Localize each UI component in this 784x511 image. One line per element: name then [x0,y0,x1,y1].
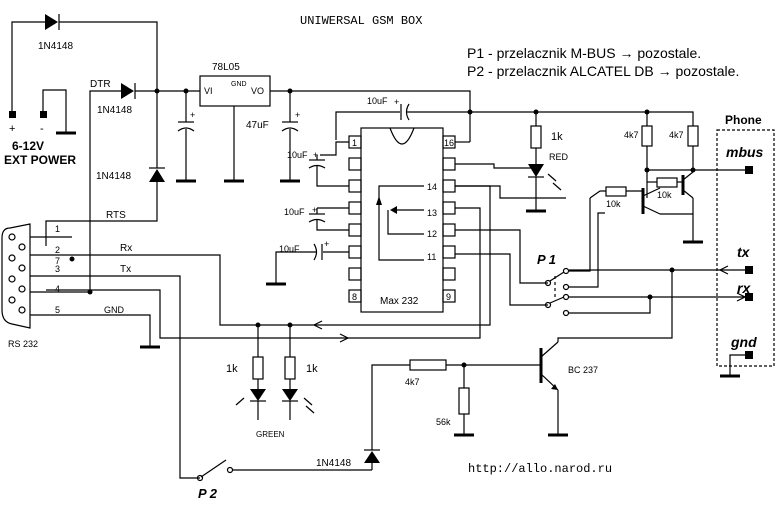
rts-label: RTS [106,210,126,221]
regulator-name: 78L05 [212,62,240,73]
rs232-pin-3: 3 [55,264,60,274]
phone-mbus-label: mbus [726,144,764,160]
pin-13: 13 [427,208,437,218]
power-voltage-label: 6-12V [12,139,44,153]
green-leds: 1k 1k GREEN [226,322,318,439]
tx-label: Tx [120,264,131,275]
pin-9: 9 [446,292,451,302]
switch-p2: P 2 [196,459,372,501]
led-green-label: GREEN [256,430,285,439]
power-plus-label: + [9,123,15,135]
phone-title: Phone [725,113,762,127]
rs232-pin-1: 1 [55,224,60,234]
cap-c4: 10uF + [266,239,349,286]
cap-input: + [176,91,196,183]
pin-8: 8 [352,292,357,302]
resistor-g2-label: 1k [306,363,318,375]
transistor-bc237: BC 237 [539,270,673,437]
rs232-pin-5: 5 [55,305,60,315]
regulator-vi: VI [204,86,213,96]
rs232-pin-4: 4 [55,284,60,294]
cap-c4-label: 10uF [279,244,300,254]
cap-c1-plus: + [394,97,399,107]
resistor-g1-label: 1k [226,363,238,375]
rs232-connector: RS 232 1 2 7 3 4 5 Rx Tx GND [1,223,286,479]
switch-p1-label: P 1 [537,252,556,267]
cap-c3-label: 10uF [284,207,305,217]
diode-d4-label: 1N4148 [316,458,351,469]
cap-c2-plus: + [313,150,318,160]
cap-c2-label: 10uF [287,150,308,160]
mbus-network: 4k7 4k7 10k 10k [589,112,748,244]
resistor-base-label: 4k7 [405,377,420,387]
pin-1: 1 [352,138,357,148]
note-p2: P2 - przelacznik ALCATEL DB → pozostale. [467,63,739,79]
note-p1: P1 - przelacznik M-BUS → pozostale. [467,45,701,61]
website-url: http://allo.narod.ru [468,462,612,476]
max232-name: Max 232 [380,296,419,307]
resistor-red-label: 1k [551,131,563,143]
diode-d3: 1N4148 RTS [45,167,165,246]
resistor-10k-b-label: 10k [657,190,672,200]
resistor-4k7b-label: 4k7 [669,130,684,140]
diode-d1: 1N4148 [38,14,158,168]
power-input: + - 6-12V EXT POWER [4,21,76,167]
cap-input-plus: + [190,110,195,120]
regulator-gnd: GND [231,81,247,88]
led-red-label: RED [549,152,569,162]
phone-gnd-label: gnd [730,334,757,350]
switch-p2-label: P 2 [198,486,218,501]
pin-14: 14 [427,182,437,192]
cap-c2: 10uF + [287,141,349,187]
diode-d3-label: 1N4148 [96,171,131,182]
cap-47uf-label: 47uF [246,120,269,131]
resistor-56k-label: 56k [436,417,451,427]
cap-c1-label: 10uF [367,96,388,106]
cap-47uf-plus: + [295,110,300,120]
pin-16: 16 [444,138,454,148]
power-minus-label: - [40,123,44,135]
switch-p1: P 1 [537,198,720,317]
diode-d1-label: 1N4148 [38,41,73,52]
phone-tx-label: tx [737,244,751,260]
rs232-pin-2: 2 [55,245,60,255]
pin-12: 12 [427,229,437,239]
dtr-label: DTR [90,79,111,90]
rs232-label: RS 232 [8,339,38,349]
schematic-title: UNIWERSAL GSM BOX [300,14,422,28]
regulator-vo: VO [251,86,264,96]
gnd-label: GND [104,305,125,315]
power-ext-label: EXT POWER [4,153,76,167]
diode-d4: 1N4148 [316,364,410,470]
max232-chip: Max 232 1 16 14 13 12 11 8 9 [348,112,471,313]
diode-d2: DTR 1N4148 [89,79,136,292]
rx-label: Rx [120,243,132,254]
base-network: 4k7 56k [405,359,540,437]
cap-c3: 10uF + [284,205,349,231]
cap-c1: 10uF + [335,96,470,140]
resistor-4k7a-label: 4k7 [624,130,639,140]
cap-c4-plus: + [324,239,329,249]
transistor-label: BC 237 [568,365,598,375]
pin-11: 11 [427,252,436,262]
phone-rx-label: rx [737,280,751,296]
cap-c3-plus: + [312,205,317,215]
diode-d2-label: 1N4148 [97,105,132,116]
rs232-pin-7: 7 [55,256,60,266]
resistor-10k-a-label: 10k [606,199,621,209]
led-red-branch: 1k RED [455,112,569,213]
phone-connector: Phone mbus tx rx gnd [716,113,775,378]
cap-47uf: + 47uF [246,91,300,183]
